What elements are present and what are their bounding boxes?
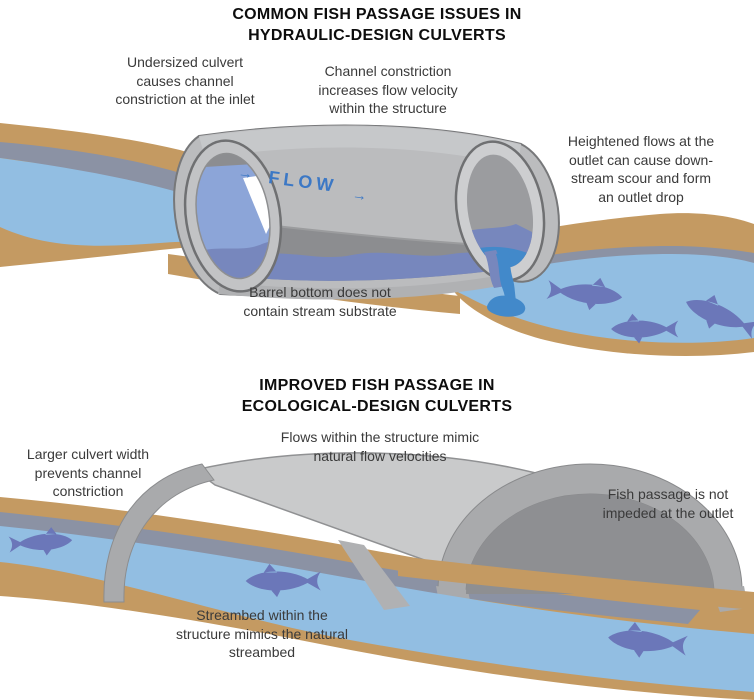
outlet-splash (487, 295, 526, 317)
ecological-culvert-illustration (0, 452, 754, 700)
label-streambed: Streambed within the structure mimics th… (176, 607, 348, 660)
label-barrel-bottom: Barrel bottom does not contain stream su… (243, 284, 397, 319)
hydraulic-culvert-illustration (0, 123, 754, 356)
arch-opening (466, 494, 714, 594)
top-title-line2: HYDRAULIC-DESIGN CULVERTS (248, 27, 506, 44)
bank-through-arch (398, 556, 754, 610)
bottom-title-line1: IMPROVED FISH PASSAGE IN (259, 377, 495, 394)
bottom-title: IMPROVED FISH PASSAGE IN ECOLOGICAL-DESI… (0, 375, 754, 417)
stream-water (0, 526, 754, 692)
flow-arrow-right-icon: → (350, 186, 369, 205)
culvert-pipe (173, 124, 560, 317)
pipe-top-highlight (199, 125, 521, 166)
stream-shadow (0, 512, 700, 624)
arch-rib-upstream (103, 463, 215, 603)
flow-arrow-left-icon: → (236, 164, 254, 183)
label-fish-passage: Fish passage is not impeded at the outle… (602, 486, 734, 521)
arch-rim (437, 463, 743, 595)
label-heightened-flows: Heightened flows at the outlet can cause… (567, 133, 715, 205)
pipe-bottom-lip (218, 274, 509, 300)
outlet-drop (496, 250, 518, 310)
inlet-inner-rim (195, 152, 271, 280)
top-title: COMMON FISH PASSAGE ISSUES IN HYDRAULIC-… (0, 4, 754, 46)
arch-support-leg (338, 540, 410, 610)
label-larger-culvert: Larger culvert width prevents channel co… (26, 446, 150, 499)
upstream-water-shadow (0, 142, 264, 216)
bottom-title-line2: ECOLOGICAL-DESIGN CULVERTS (241, 398, 513, 415)
label-natural-flows: Flows within the structure mimic natural… (280, 429, 480, 464)
label-channel-constriction: Channel constriction increases flow velo… (318, 63, 458, 116)
flow-water-inside (254, 252, 499, 281)
label-undersized-culvert: Undersized culvert causes channel constr… (115, 54, 255, 107)
top-title-line1: COMMON FISH PASSAGE ISSUES IN (232, 6, 522, 23)
